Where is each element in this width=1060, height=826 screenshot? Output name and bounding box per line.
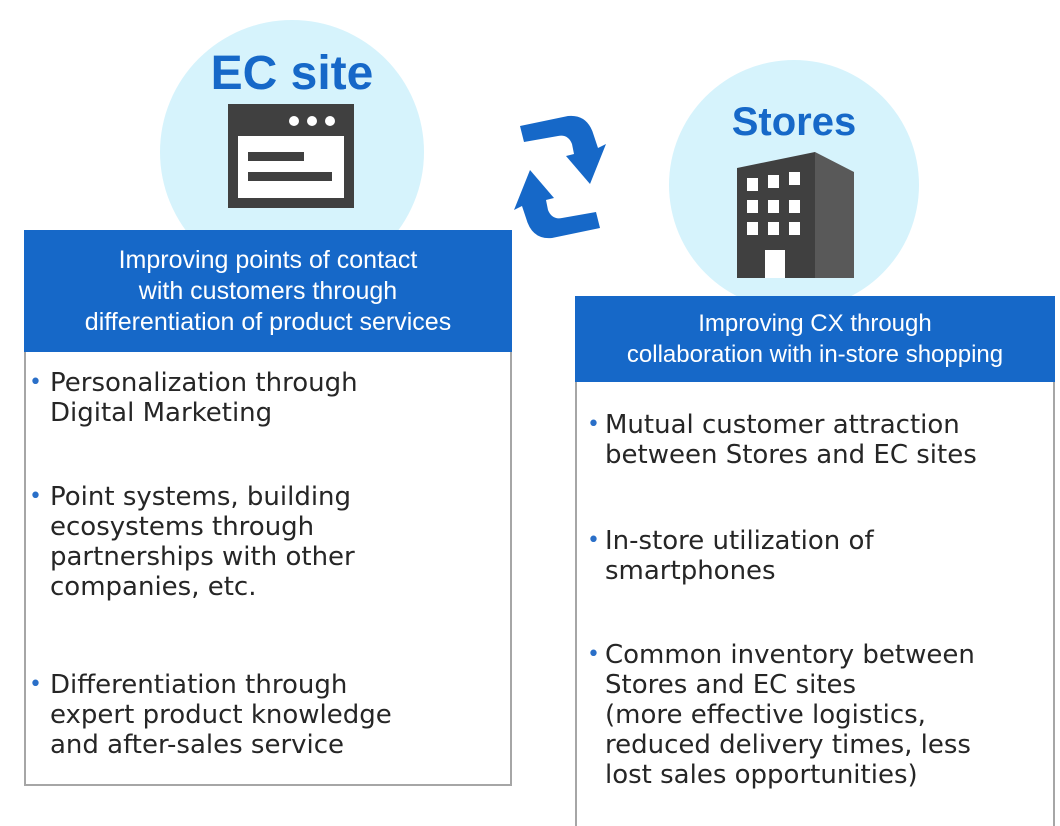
list-item: • Mutual customer attraction between Sto… xyxy=(577,410,1053,474)
ec-site-header: Improving points of contact with custome… xyxy=(24,230,512,352)
bullet-icon: • xyxy=(587,642,600,667)
stores-header-text: Improving CX through collaboration with … xyxy=(626,310,1004,368)
list-item: • In-store utilization of smartphones xyxy=(577,526,1053,590)
list-item-text: Personalization through Digital Marketin… xyxy=(50,368,358,428)
list-item: • Differentiation through expert product… xyxy=(26,670,510,764)
list-item: • Point systems, building ecosystems thr… xyxy=(26,482,510,606)
bullet-icon: • xyxy=(587,412,600,437)
list-item: • Personalization through Digital Market… xyxy=(26,368,510,432)
list-item-text: Common inventory between Stores and EC s… xyxy=(605,640,975,790)
bullet-icon: • xyxy=(29,484,42,509)
stores-title: Stores xyxy=(731,100,857,144)
list-item: • Common inventory between Stores and EC… xyxy=(577,640,1053,800)
bullet-icon: • xyxy=(587,528,600,553)
sync-arrows-icon xyxy=(514,115,606,239)
list-item-text: Point systems, building ecosystems throu… xyxy=(50,482,355,602)
stores-header: Improving CX through collaboration with … xyxy=(575,296,1055,382)
ec-site-list: • Personalization through Digital Market… xyxy=(24,352,512,786)
bullet-icon: • xyxy=(29,672,42,697)
list-item-text: In-store utilization of smartphones xyxy=(605,526,874,586)
bullet-icon: • xyxy=(29,370,42,395)
stores-list: • Mutual customer attraction between Sto… xyxy=(575,382,1055,826)
ec-site-title: EC site xyxy=(210,47,374,100)
ec-site-header-text: Improving points of contact with custome… xyxy=(84,245,452,336)
building-icon xyxy=(737,152,854,278)
list-item-text: Mutual customer attraction between Store… xyxy=(605,410,977,470)
browser-window-icon xyxy=(228,104,354,208)
list-item-text: Differentiation through expert product k… xyxy=(50,670,392,760)
